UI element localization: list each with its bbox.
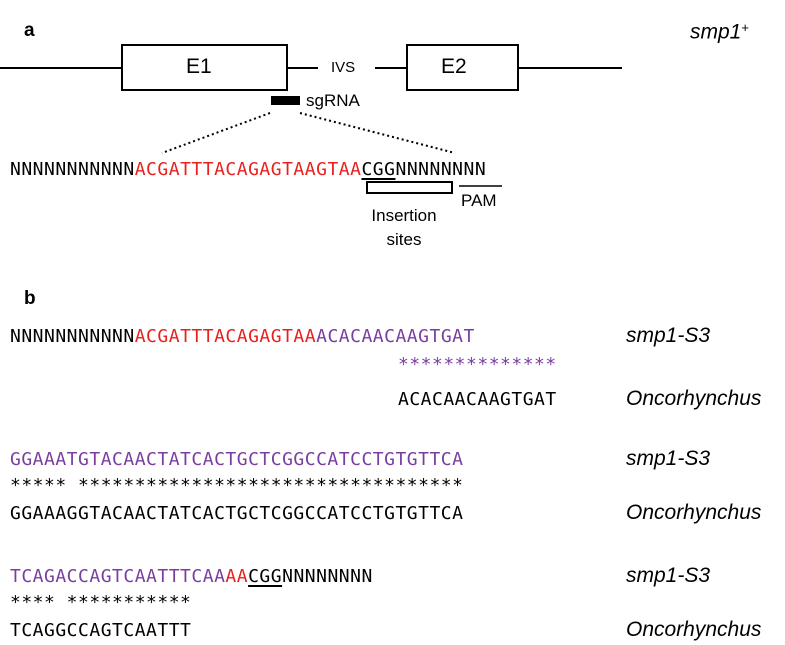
seq-flank-5: NNNNNNNNNNN — [10, 159, 135, 180]
block2-label-oncorhynchus: Oncorhynchus — [626, 501, 762, 524]
exon1-label: E1 — [186, 55, 212, 78]
sgrna-label: sgRNA — [306, 91, 360, 110]
block3-flank-3: NNNNNNNN — [282, 566, 373, 587]
block2-smp1-sequence: GGAAATGTACAACTATCACTGCTCGGCCATCCTGTGTTCA — [10, 449, 464, 470]
block2-label-smp1: smp1-S3 — [626, 447, 711, 470]
sgrna-bar — [271, 96, 300, 105]
seq-flank-3: NNNNNNNN — [395, 159, 487, 180]
block1-label-smp1: smp1-S3 — [626, 324, 711, 347]
block1-smp1-sequence: NNNNNNNNNNNACGATTTACAGAGTAAACACAACAAGTGA… — [10, 326, 475, 347]
gene-superscript: + — [741, 20, 749, 35]
panel-a-label: a — [24, 20, 35, 41]
insertion-sites-line2: sites — [386, 230, 422, 249]
block3-target-seq: AA — [225, 566, 249, 587]
panel-b-label: b — [24, 288, 36, 309]
gene-label: smp1+ — [682, 2, 749, 44]
block3-insert-seq: TCAGACCAGTCAATTTCAA — [10, 566, 226, 587]
insertion-sites-line1: Insertion — [371, 206, 437, 225]
block3-smp1-sequence: TCAGACCAGTCAATTTCAAAACGGNNNNNNNN — [10, 566, 373, 587]
zoom-line-left — [161, 112, 271, 154]
gene-name: smp1 — [690, 20, 742, 44]
block2-identity-stars: ***** ********************************** — [10, 475, 464, 496]
zoom-line-right — [299, 112, 456, 154]
exon2-label: E2 — [441, 55, 467, 78]
block3-pam: CGG — [248, 566, 283, 587]
insertion-sites-box — [366, 181, 453, 194]
intron-label: IVS — [331, 59, 356, 76]
exon1-box — [121, 44, 288, 91]
block1-oncorhynchus-sequence: ACACAACAAGTGAT — [398, 389, 557, 410]
seq-sgrna-target: ACGATTTACAGAGTAAGTAA — [134, 159, 362, 180]
block3-label-smp1: smp1-S3 — [626, 564, 711, 587]
exon2-box — [406, 44, 519, 91]
block1-target-seq: ACGATTTACAGAGTAA — [134, 326, 317, 347]
panel-a-sequence: NNNNNNNNNNNACGATTTACAGAGTAAGTAACGGNNNNNN… — [10, 159, 486, 180]
block3-label-oncorhynchus: Oncorhynchus — [626, 618, 762, 641]
block1-identity-stars: ************** — [398, 354, 557, 375]
block1-label-oncorhynchus: Oncorhynchus — [626, 387, 762, 410]
block1-insert-seq: ACACAACAAGTGAT — [316, 326, 475, 347]
block2-oncorhynchus-sequence: GGAAAGGTACAACTATCACTGCTCGGCCATCCTGTGTTCA — [10, 503, 464, 524]
insertion-sites-label: Insertion sites — [366, 204, 442, 252]
gene-structure-diagram — [0, 44, 622, 194]
block3-oncorhynchus-sequence: TCAGGCCAGTCAATTT — [10, 620, 192, 641]
seq-pam: CGG — [361, 159, 396, 180]
block3-identity-stars: **** *********** — [10, 592, 192, 613]
block1-flank-5: NNNNNNNNNNN — [10, 326, 135, 347]
pam-label: PAM — [461, 191, 497, 210]
